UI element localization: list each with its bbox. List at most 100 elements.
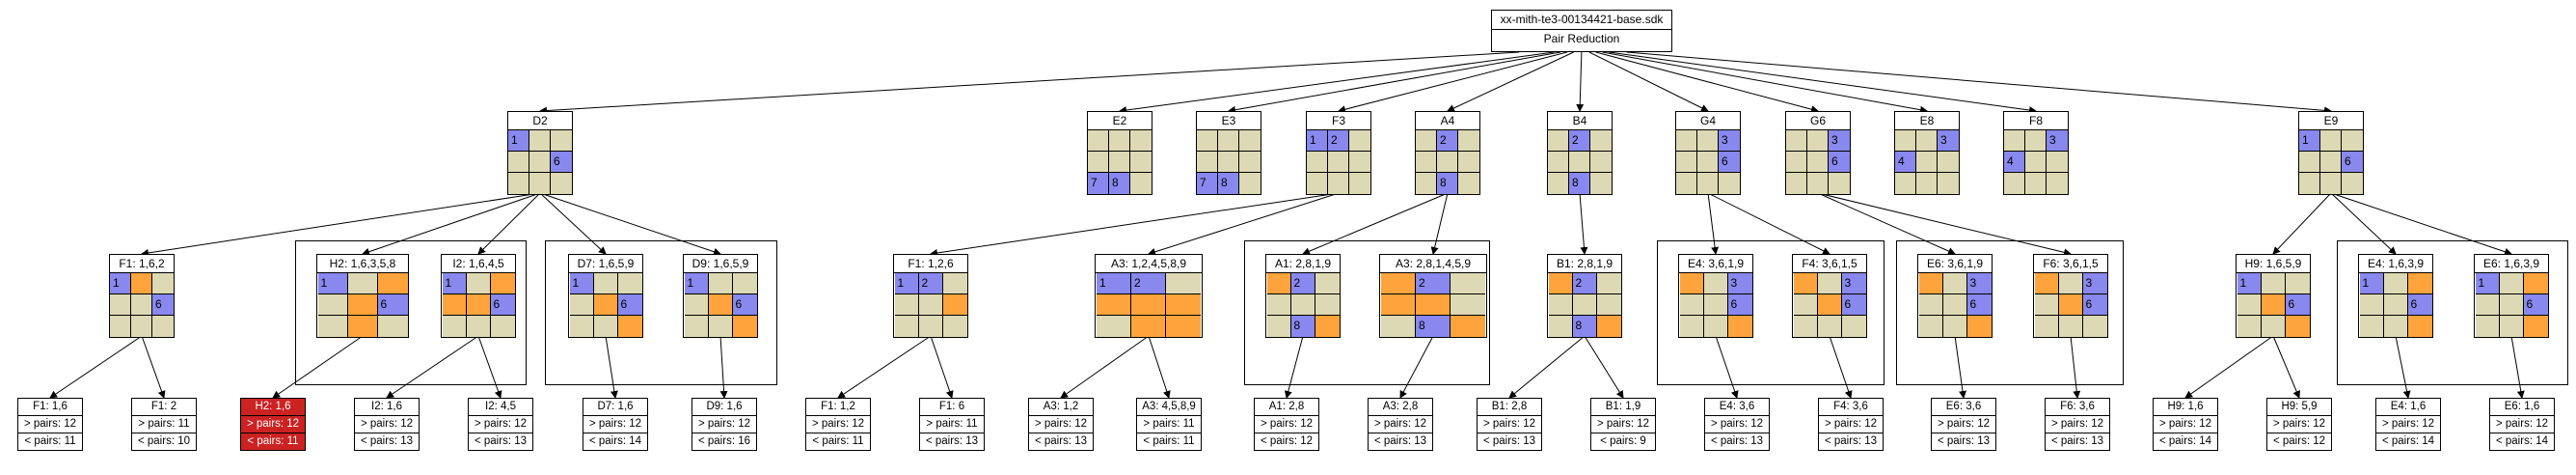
leaf-less-pairs: < pairs: 13 (1824, 435, 1878, 447)
grid-cell: 2 (1290, 273, 1315, 294)
edge-arrow (539, 192, 607, 255)
grid-cell (1807, 152, 1829, 173)
node-label: D7: 1,6,5,9 (569, 255, 642, 273)
grid-cell (2025, 130, 2047, 152)
grid-cell (708, 273, 733, 294)
grid-cell: 3 (1727, 273, 1752, 294)
leaf-less-pairs: < pairs: 13 (474, 435, 528, 447)
edge-arrow (1430, 192, 1449, 255)
edge-arrow (719, 335, 728, 399)
node-label: E9 (2299, 112, 2363, 130)
grid-cell (131, 316, 152, 337)
grid-cell (942, 294, 967, 316)
leaf-less-pairs: < pairs: 14 (2381, 435, 2435, 447)
grid-cell (2383, 294, 2408, 316)
grid-cell (1703, 316, 1728, 337)
grid-cell (110, 316, 131, 337)
grid-cell: 8 (1437, 173, 1458, 194)
grid-cell: 3 (1938, 130, 1959, 152)
edge-arrow (1579, 192, 1588, 255)
grid-cell: 6 (1719, 152, 1740, 173)
grid-cell (2499, 316, 2524, 337)
grid-cell (1218, 130, 1239, 152)
leaf-more-pairs: > pairs: 12 (2490, 416, 2554, 433)
leaf-more-pairs: > pairs: 12 (806, 416, 870, 433)
grid-cell (2058, 316, 2083, 337)
grid-cell (1097, 294, 1131, 316)
node-label: D2 (508, 112, 572, 130)
leaf-title: H9: 1,6 (2154, 399, 2217, 416)
grid-cell (1416, 152, 1437, 173)
grid-cell (317, 294, 348, 316)
grid-cell (1109, 152, 1130, 173)
grid-cell: 8 (1569, 173, 1590, 194)
grid-cell (1572, 294, 1597, 316)
grid-cell (1307, 173, 1328, 194)
grid-cell: 3 (1829, 130, 1850, 152)
grid-cell (1130, 173, 1152, 194)
grid-cell (1218, 152, 1239, 173)
node-label: F1: 1,2,6 (894, 255, 967, 273)
edge-arrow (1817, 192, 1956, 255)
grid-cell (1266, 316, 1291, 337)
leaf-l14: B1: 2,8> pairs: 12< pairs: 13 (1477, 398, 1542, 451)
leaf-more-pairs: > pairs: 12 (583, 416, 647, 433)
leaf-less-pairs: < pairs: 13 (1710, 435, 1764, 447)
grid-cell (1328, 152, 1349, 173)
leaf-title: A1: 2,8 (1255, 399, 1318, 416)
grid-cell: 1 (569, 273, 594, 294)
leaf-less-pairs: < pairs: 12 (1260, 435, 1314, 447)
node-label: A4 (1416, 112, 1479, 130)
grid-cell: 4 (1895, 152, 1916, 173)
grid-cell (2499, 273, 2524, 294)
grid-cell: 6 (2523, 294, 2548, 316)
grid-cell (1131, 316, 1166, 337)
grid-cell (2004, 130, 2025, 152)
grid-cell (1197, 130, 1218, 152)
grid-cell (2523, 316, 2548, 337)
node-label: F1: 1,6,2 (110, 255, 174, 273)
leaf-title: H2: 1,6 (241, 399, 305, 416)
grid-cell: 1 (1307, 130, 1328, 152)
grid-cell (2475, 316, 2500, 337)
leaf-more-pairs: > pairs: 12 (1819, 416, 1883, 433)
leaf-less-pairs: < pairs: 10 (137, 435, 191, 447)
grid-cell (1548, 316, 1573, 337)
grid-cell (2285, 316, 2310, 337)
edge-arrow (2272, 192, 2332, 255)
grid-cell (1793, 294, 1818, 316)
grid-cell (2383, 273, 2408, 294)
leaf-more-pairs: > pairs: 12 (469, 416, 532, 433)
grid-cell (1590, 152, 1612, 173)
node-label: H2: 1,6,3,5,8 (317, 255, 408, 273)
grid-cell (1569, 152, 1590, 173)
grid-cell (2034, 294, 2059, 316)
grid-cell (1437, 152, 1458, 173)
grid-cell (1548, 130, 1569, 152)
leaf-title: A3: 4,5,8,9 (1137, 399, 1201, 416)
grid-cell: 3 (2047, 130, 2068, 152)
grid-cell (732, 316, 757, 337)
grid-cell (1679, 316, 1704, 337)
node-label: F4: 3,6,1,5 (1793, 255, 1866, 273)
leaf-l10: A3: 1,2> pairs: 12< pairs: 13 (1028, 398, 1094, 451)
node-label: A1: 2,8,1,9 (1266, 255, 1340, 273)
grid-cell (1596, 273, 1621, 294)
grid-cell (1451, 273, 1485, 294)
grid-cell (529, 173, 551, 194)
grid-cell (1938, 173, 1959, 194)
grid-cell (1590, 173, 1612, 194)
grid-cell (732, 273, 757, 294)
grid-cell (1697, 152, 1719, 173)
